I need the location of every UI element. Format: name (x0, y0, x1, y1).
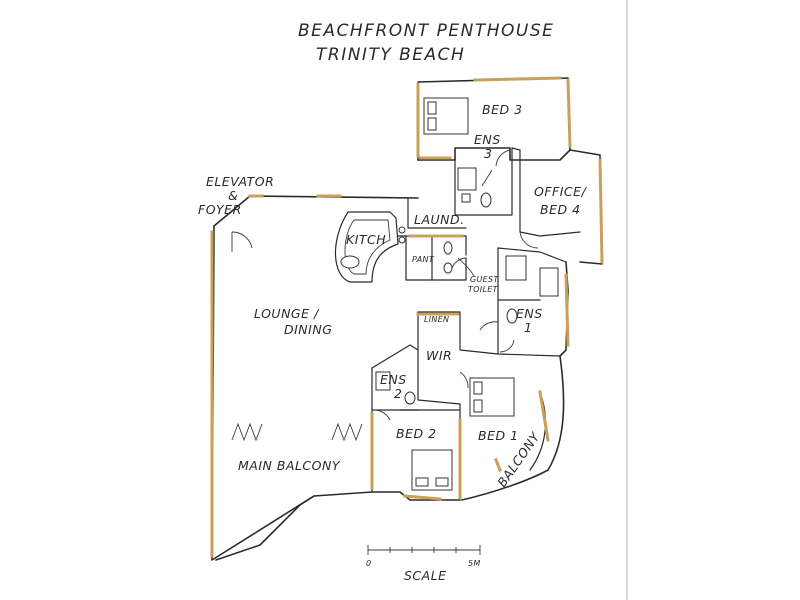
label-bed4: BED 4 (540, 202, 581, 217)
label-main-balcony: MAIN BALCONY (238, 458, 341, 473)
scale-bar (367, 545, 481, 555)
label-dining: DINING (284, 322, 332, 337)
label-bed3: BED 3 (482, 102, 523, 117)
label-pantry: PANT (412, 255, 435, 264)
ens3-arrow (481, 169, 493, 187)
label-ens2-number: 2 (394, 386, 402, 401)
kitchen-bench (334, 211, 406, 283)
label-toilet: TOILET (468, 285, 499, 294)
scale-end: 5M (468, 559, 481, 568)
sliding-doors (231, 422, 363, 442)
label-kitchen: KITCH (346, 232, 386, 247)
windows (210, 76, 604, 558)
plan-title: BEACHFRONT PENTHOUSE (298, 21, 554, 41)
label-ens3-number: 3 (484, 146, 492, 161)
scale-label: SCALE (404, 568, 447, 583)
plan-subtitle: TRINITY BEACH (316, 45, 465, 65)
page-edge-line (626, 0, 628, 600)
label-wir: WIR (426, 348, 452, 363)
label-ens1: ENS (516, 306, 543, 321)
interior-walls (371, 147, 581, 501)
bathroom-fixtures (375, 167, 559, 405)
scale-start: 0 (366, 559, 371, 568)
label-bed1: BED 1 (478, 428, 519, 443)
label-linen: LINEN (424, 315, 449, 324)
label-laundry: LAUND. (414, 212, 465, 227)
label-lounge: LOUNGE / (254, 306, 320, 321)
bed-bed2 (411, 449, 453, 491)
label-elevator-and: & (228, 188, 238, 203)
door-swings (231, 149, 539, 421)
bed-bed3 (423, 97, 469, 135)
label-ens1-number: 1 (524, 320, 532, 335)
guest-toilet-arrow (457, 257, 475, 277)
label-guest: GUEST (470, 275, 499, 284)
label-bed2: BED 2 (396, 426, 437, 441)
label-foyer: FOYER (198, 202, 242, 217)
label-office: OFFICE/ (534, 184, 588, 199)
bed-bed1 (469, 377, 515, 417)
label-ens3: ENS (474, 132, 501, 147)
label-ens2: ENS (380, 372, 407, 387)
label-elevator: ELEVATOR (206, 174, 274, 189)
